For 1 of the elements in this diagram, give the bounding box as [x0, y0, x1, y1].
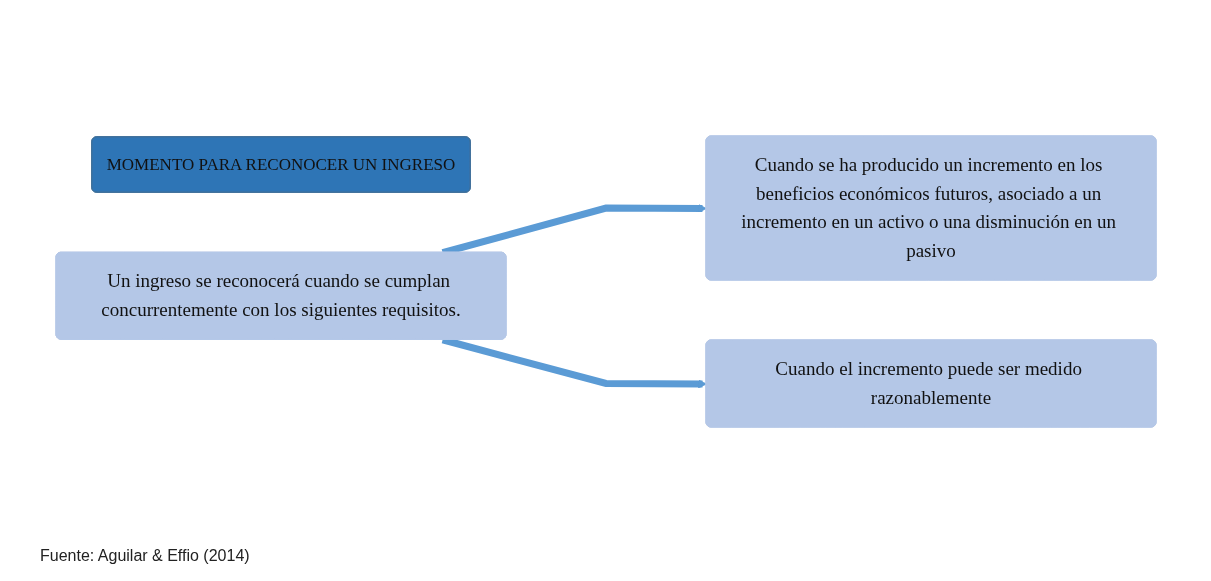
caption: Fuente: Aguilar & Effio (2014): [40, 546, 250, 565]
